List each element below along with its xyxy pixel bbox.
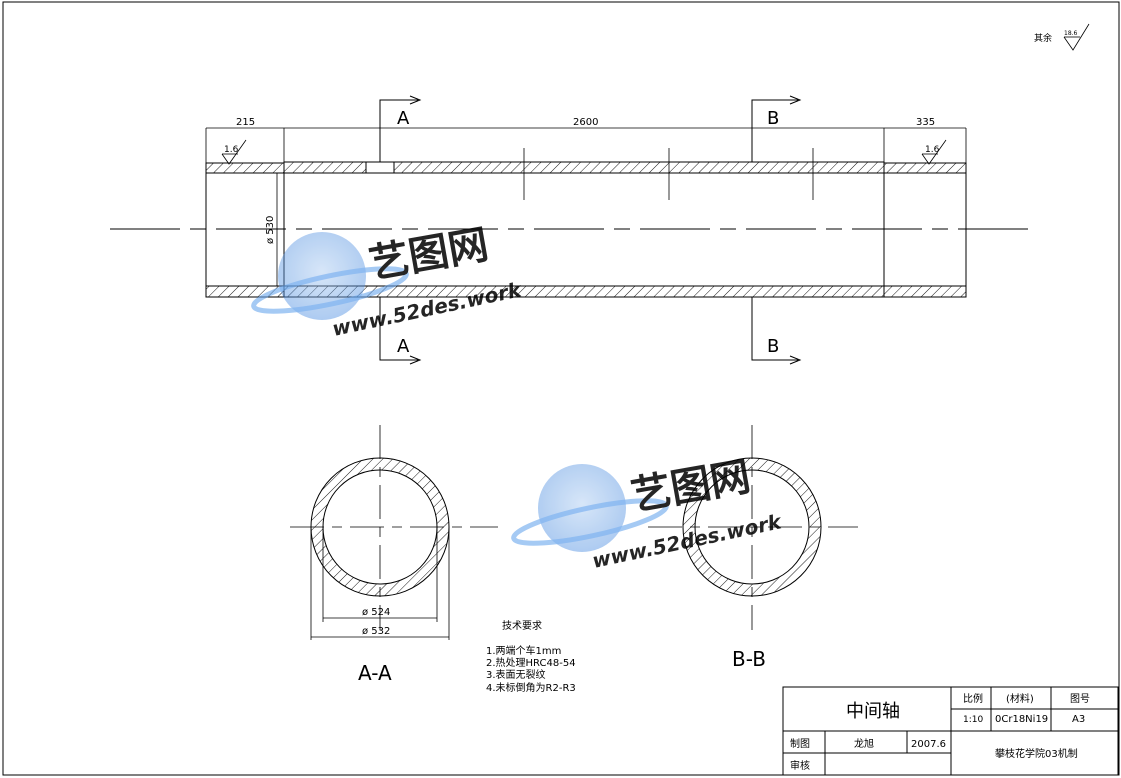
section-aa-title: A-A — [358, 661, 392, 685]
section-b-bottom-label: B — [767, 336, 779, 357]
review-label: 审核 — [790, 759, 810, 772]
material-value: 0Cr18Ni19 — [995, 714, 1048, 725]
scale-label: 比例 — [963, 692, 983, 705]
drawn-label: 制图 — [790, 737, 810, 750]
roughness-note-value: 18.6 — [1064, 30, 1078, 37]
school-name: 攀枝花学院03机制 — [995, 747, 1078, 760]
dim-dia-524: ø 524 — [362, 607, 390, 618]
tech-req-item: 1.两端个车1mm — [486, 644, 561, 657]
title-block: 中间轴 比例 1:10 (材料) 0Cr18Ni19 图号 A3 制图 龙旭 2… — [782, 686, 1119, 776]
local-roughness: 1.6 1.6 — [221, 139, 947, 165]
drawing-date: 2007.6 — [911, 739, 946, 750]
technical-requirements: 技术要求 1.两端个车1mm 2.热处理HRC48-54 3.表面无裂纹 4.未… — [486, 619, 576, 694]
material-label: (材料) — [1006, 692, 1034, 705]
roughness-right-value: 1.6 — [925, 145, 940, 155]
roughness-note-label: 其余 — [1034, 32, 1052, 44]
dim-mid-length: 2600 — [573, 117, 598, 128]
part-name: 中间轴 — [846, 701, 900, 722]
length-dimensions: 215 2600 335 — [205, 117, 967, 172]
watermark-brand: 艺图网 — [366, 222, 492, 288]
tech-req-item: 2.热处理HRC48-54 — [486, 656, 576, 669]
roughness-symbol-icon — [1063, 23, 1090, 51]
section-a-bottom-label: A — [397, 336, 410, 357]
shaft-bottom-wall-hatch — [205, 285, 967, 298]
diameter-530-dimension: ø 530 — [265, 173, 278, 286]
section-markers: A A B B — [379, 95, 802, 365]
general-roughness-note: 其余 18.6 — [1034, 23, 1090, 51]
section-bb-view: B-B — [648, 425, 858, 671]
shaft-top-left-wall — [205, 162, 285, 174]
tech-req-title: 技术要求 — [502, 619, 542, 632]
section-b-top-label: B — [767, 108, 779, 129]
dim-right-length: 335 — [916, 117, 935, 128]
roughness-left-icon — [221, 139, 247, 165]
shaft-top-right-wall — [883, 162, 967, 174]
dim-dia-532: ø 532 — [362, 626, 390, 637]
dim-dia-530: ø 530 — [265, 216, 276, 244]
drawing-no-value: A3 — [1072, 714, 1085, 725]
shaft-main-view — [110, 148, 1036, 298]
section-a-top-label: A — [397, 108, 410, 129]
section-bb-title: B-B — [732, 647, 766, 671]
dim-left-length: 215 — [236, 117, 255, 128]
roughness-left-value: 1.6 — [224, 145, 239, 155]
watermark-top: 艺图网 www.52des.work — [251, 222, 525, 341]
drawn-by: 龙旭 — [854, 737, 874, 750]
tech-req-item: 4.未标倒角为R2-R3 — [486, 682, 576, 694]
section-aa-view: ø 524 ø 532 A-A — [290, 425, 498, 685]
roughness-right-icon — [921, 139, 947, 165]
scale-value: 1:10 — [963, 715, 983, 725]
drawing-no-label: 图号 — [1070, 693, 1090, 705]
tech-req-item: 3.表面无裂纹 — [486, 668, 546, 681]
